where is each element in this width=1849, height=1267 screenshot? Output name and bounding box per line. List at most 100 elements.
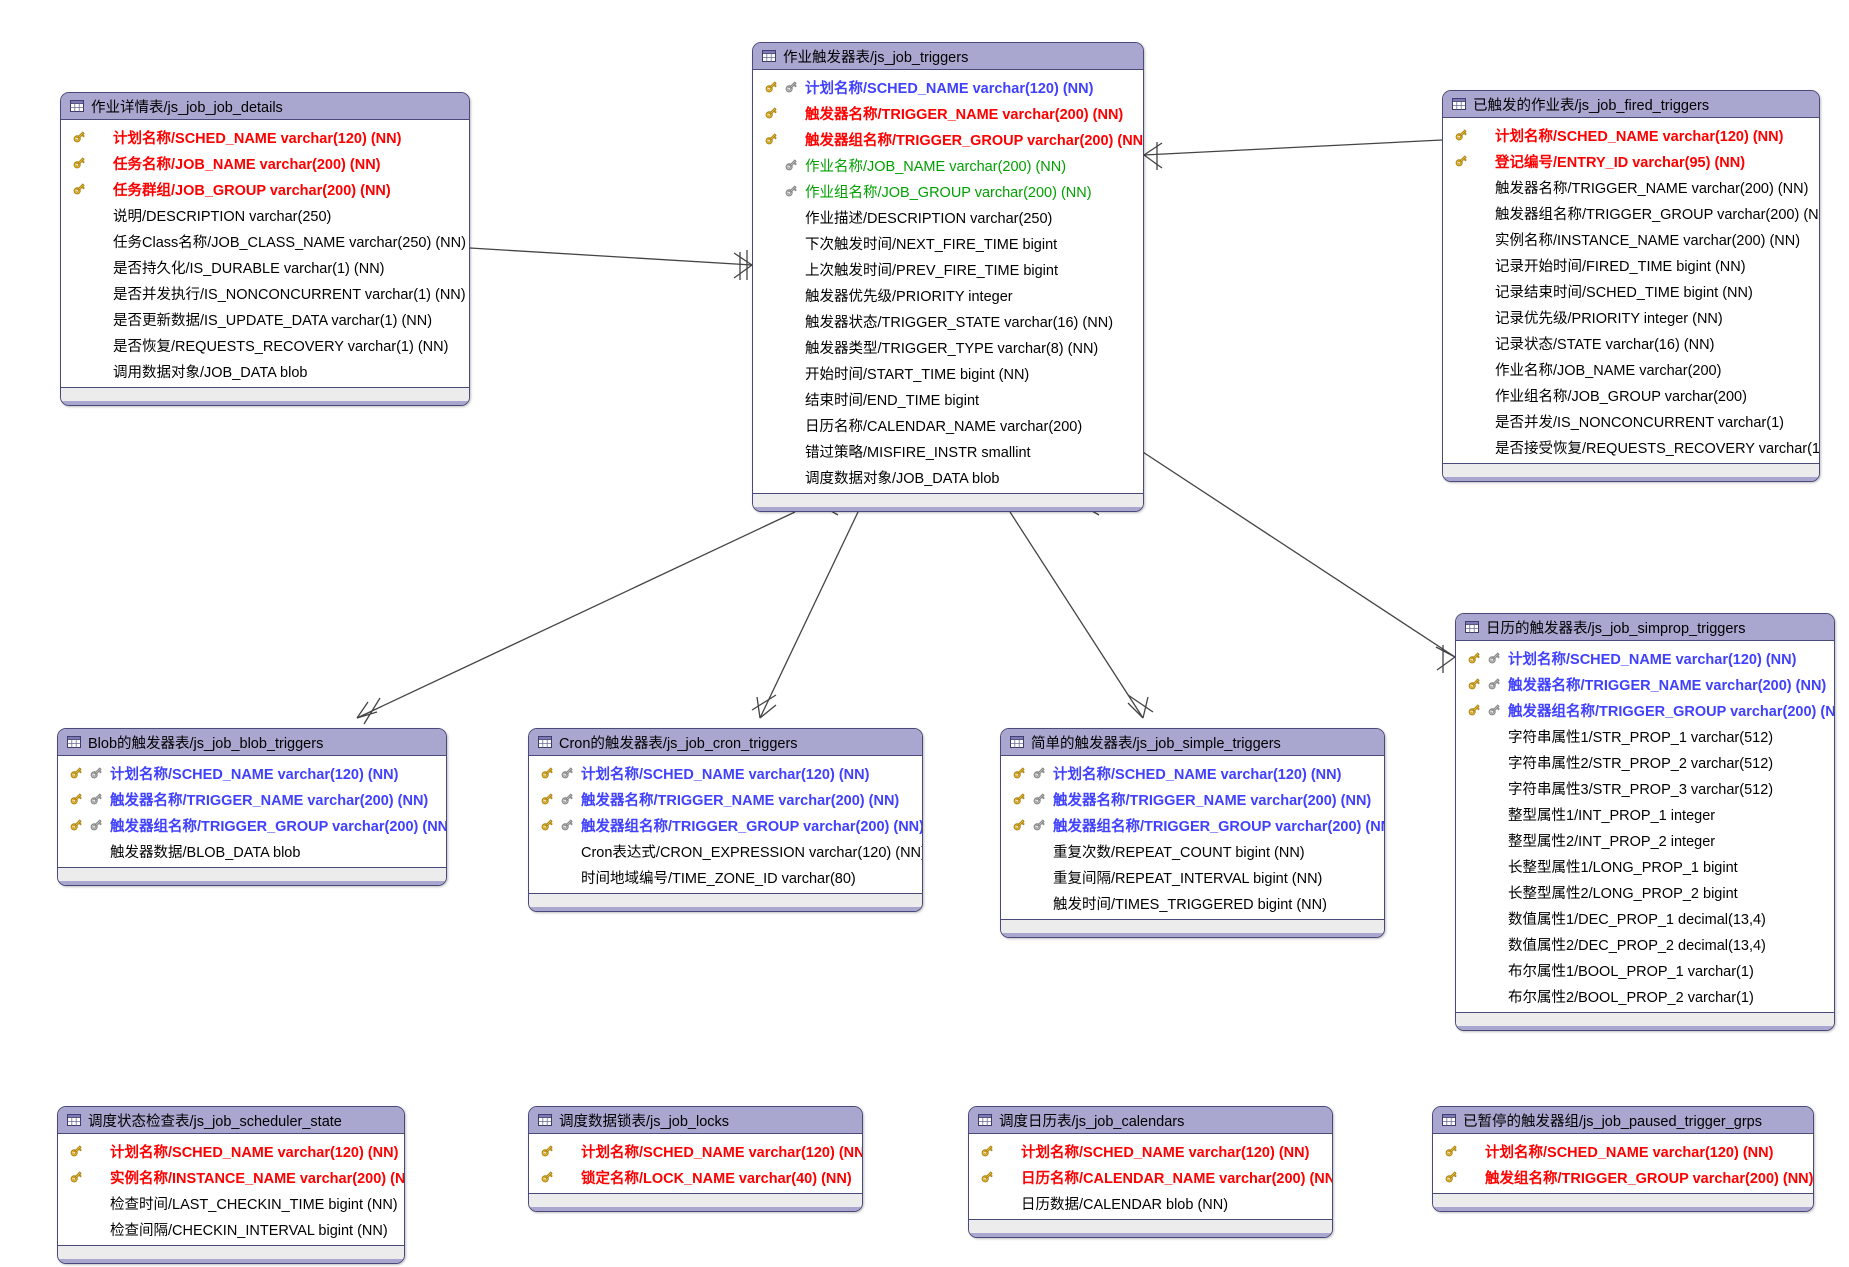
attribute-row[interactable]: Cron表达式/CRON_EXPRESSION varchar(120) (NN… — [529, 838, 922, 864]
attribute-row[interactable]: 触发器名称/TRIGGER_NAME varchar(200) (NN) — [58, 786, 446, 812]
entity-job_details[interactable]: 作业详情表/js_job_job_details 计划名称/SCHED_NAME … — [60, 92, 470, 406]
attribute-row[interactable]: 锁定名称/LOCK_NAME varchar(40) (NN) — [529, 1164, 862, 1190]
attribute-row[interactable]: 字符串属性2/STR_PROP_2 varchar(512) — [1456, 749, 1834, 775]
attribute-row[interactable]: 字符串属性1/STR_PROP_1 varchar(512) — [1456, 723, 1834, 749]
attribute-row[interactable]: 是否并发执行/IS_NONCONCURRENT varchar(1) (NN) — [61, 280, 469, 306]
attribute-row[interactable]: 记录状态/STATE varchar(16) (NN) — [1443, 330, 1819, 356]
entity-header-job_details[interactable]: 作业详情表/js_job_job_details — [61, 93, 469, 120]
attribute-row[interactable]: 时间地域编号/TIME_ZONE_ID varchar(80) — [529, 864, 922, 890]
entity-header-cron_triggers[interactable]: Cron的触发器表/js_job_cron_triggers — [529, 729, 922, 756]
attribute-row[interactable]: 结束时间/END_TIME bigint — [753, 386, 1143, 412]
attribute-row[interactable]: 是否恢复/REQUESTS_RECOVERY varchar(1) (NN) — [61, 332, 469, 358]
attribute-row[interactable]: 作业组名称/JOB_GROUP varchar(200) (NN) — [753, 178, 1143, 204]
entity-paused_trigger_grps[interactable]: 已暂停的触发器组/js_job_paused_trigger_grps 计划名称/… — [1432, 1106, 1814, 1212]
entity-calendars[interactable]: 调度日历表/js_job_calendars 计划名称/SCHED_NAME va… — [968, 1106, 1333, 1238]
attribute-row[interactable]: 调度数据对象/JOB_DATA blob — [753, 464, 1143, 490]
entity-fired_triggers[interactable]: 已触发的作业表/js_job_fired_triggers 计划名称/SCHED_… — [1442, 90, 1820, 482]
attribute-row[interactable]: 作业组名称/JOB_GROUP varchar(200) — [1443, 382, 1819, 408]
attribute-row[interactable]: 计划名称/SCHED_NAME varchar(120) (NN) — [529, 1138, 862, 1164]
attribute-row[interactable]: 开始时间/START_TIME bigint (NN) — [753, 360, 1143, 386]
entity-job_triggers[interactable]: 作业触发器表/js_job_triggers 计划名称/SCHED_NAME va… — [752, 42, 1144, 512]
attribute-row[interactable]: 计划名称/SCHED_NAME varchar(120) (NN) — [753, 74, 1143, 100]
attribute-row[interactable]: 作业描述/DESCRIPTION varchar(250) — [753, 204, 1143, 230]
attribute-row[interactable]: 说明/DESCRIPTION varchar(250) — [61, 202, 469, 228]
attribute-row[interactable]: 触发器组名称/TRIGGER_GROUP varchar(200) (NN) — [1443, 200, 1819, 226]
entity-header-fired_triggers[interactable]: 已触发的作业表/js_job_fired_triggers — [1443, 91, 1819, 118]
attribute-row[interactable]: 日历名称/CALENDAR_NAME varchar(200) — [753, 412, 1143, 438]
attribute-row[interactable]: 长整型属性1/LONG_PROP_1 bigint — [1456, 853, 1834, 879]
attribute-row[interactable]: 是否并发/IS_NONCONCURRENT varchar(1) — [1443, 408, 1819, 434]
entity-header-blob_triggers[interactable]: Blob的触发器表/js_job_blob_triggers — [58, 729, 446, 756]
entity-simprop_triggers[interactable]: 日历的触发器表/js_job_simprop_triggers 计划名称/SCHE… — [1455, 613, 1835, 1031]
attribute-row[interactable]: 触发器名称/TRIGGER_NAME varchar(200) (NN) — [529, 786, 922, 812]
attribute-row[interactable]: 是否接受恢复/REQUESTS_RECOVERY varchar(1) — [1443, 434, 1819, 460]
attribute-row[interactable]: 计划名称/SCHED_NAME varchar(120) (NN) — [61, 124, 469, 150]
attribute-row[interactable]: 日历名称/CALENDAR_NAME varchar(200) (NN) — [969, 1164, 1332, 1190]
entity-header-calendars[interactable]: 调度日历表/js_job_calendars — [969, 1107, 1332, 1134]
attribute-row[interactable]: 触发器组名称/TRIGGER_GROUP varchar(200) (NN) — [1001, 812, 1384, 838]
attribute-row[interactable]: 触发器名称/TRIGGER_NAME varchar(200) (NN) — [1001, 786, 1384, 812]
attribute-row[interactable]: 下次触发时间/NEXT_FIRE_TIME bigint — [753, 230, 1143, 256]
attribute-row[interactable]: 计划名称/SCHED_NAME varchar(120) (NN) — [969, 1138, 1332, 1164]
attribute-row[interactable]: 整型属性2/INT_PROP_2 integer — [1456, 827, 1834, 853]
attribute-row[interactable]: 触发器组名称/TRIGGER_GROUP varchar(200) (NN) — [753, 126, 1143, 152]
entity-scheduler_state[interactable]: 调度状态检查表/js_job_scheduler_state 计划名称/SCHED… — [57, 1106, 405, 1264]
attribute-row[interactable]: 计划名称/SCHED_NAME varchar(120) (NN) — [529, 760, 922, 786]
entity-header-paused_trigger_grps[interactable]: 已暂停的触发器组/js_job_paused_trigger_grps — [1433, 1107, 1813, 1134]
entity-cron_triggers[interactable]: Cron的触发器表/js_job_cron_triggers 计划名称/SCHED… — [528, 728, 923, 912]
attribute-row[interactable]: 触发器类型/TRIGGER_TYPE varchar(8) (NN) — [753, 334, 1143, 360]
attribute-row[interactable]: 触发器组名称/TRIGGER_GROUP varchar(200) (NN) — [529, 812, 922, 838]
attribute-row[interactable]: 触发器优先级/PRIORITY integer — [753, 282, 1143, 308]
attribute-row[interactable]: 记录优先级/PRIORITY integer (NN) — [1443, 304, 1819, 330]
entity-header-locks[interactable]: 调度数据锁表/js_job_locks — [529, 1107, 862, 1134]
attribute-row[interactable]: 计划名称/SCHED_NAME varchar(120) (NN) — [1001, 760, 1384, 786]
attribute-row[interactable]: 布尔属性2/BOOL_PROP_2 varchar(1) — [1456, 983, 1834, 1009]
attribute-row[interactable]: 计划名称/SCHED_NAME varchar(120) (NN) — [1443, 122, 1819, 148]
attribute-row[interactable]: 作业名称/JOB_NAME varchar(200) (NN) — [753, 152, 1143, 178]
attribute-row[interactable]: 触发时间/TIMES_TRIGGERED bigint (NN) — [1001, 890, 1384, 916]
attribute-row[interactable]: 重复次数/REPEAT_COUNT bigint (NN) — [1001, 838, 1384, 864]
attribute-row[interactable]: 计划名称/SCHED_NAME varchar(120) (NN) — [1456, 645, 1834, 671]
entity-blob_triggers[interactable]: Blob的触发器表/js_job_blob_triggers 计划名称/SCHED… — [57, 728, 447, 886]
attribute-row[interactable]: 触发器名称/TRIGGER_NAME varchar(200) (NN) — [1456, 671, 1834, 697]
attribute-row[interactable]: 字符串属性3/STR_PROP_3 varchar(512) — [1456, 775, 1834, 801]
attribute-row[interactable]: 调用数据对象/JOB_DATA blob — [61, 358, 469, 384]
attribute-row[interactable]: 数值属性1/DEC_PROP_1 decimal(13,4) — [1456, 905, 1834, 931]
attribute-row[interactable]: 重复间隔/REPEAT_INTERVAL bigint (NN) — [1001, 864, 1384, 890]
attribute-row[interactable]: 数值属性2/DEC_PROP_2 decimal(13,4) — [1456, 931, 1834, 957]
entity-locks[interactable]: 调度数据锁表/js_job_locks 计划名称/SCHED_NAME varch… — [528, 1106, 863, 1212]
attribute-row[interactable]: 任务名称/JOB_NAME varchar(200) (NN) — [61, 150, 469, 176]
attribute-row[interactable]: 是否持久化/IS_DURABLE varchar(1) (NN) — [61, 254, 469, 280]
attribute-row[interactable]: 作业名称/JOB_NAME varchar(200) — [1443, 356, 1819, 382]
attribute-row[interactable]: 错过策略/MISFIRE_INSTR smallint — [753, 438, 1143, 464]
attribute-row[interactable]: 触发器状态/TRIGGER_STATE varchar(16) (NN) — [753, 308, 1143, 334]
attribute-row[interactable]: 检查间隔/CHECKIN_INTERVAL bigint (NN) — [58, 1216, 404, 1242]
attribute-row[interactable]: 登记编号/ENTRY_ID varchar(95) (NN) — [1443, 148, 1819, 174]
attribute-row[interactable]: 检查时间/LAST_CHECKIN_TIME bigint (NN) — [58, 1190, 404, 1216]
entity-header-scheduler_state[interactable]: 调度状态检查表/js_job_scheduler_state — [58, 1107, 404, 1134]
attribute-row[interactable]: 触发器组名称/TRIGGER_GROUP varchar(200) (NN) — [58, 812, 446, 838]
attribute-row[interactable]: 实例名称/INSTANCE_NAME varchar(200) (NN) — [58, 1164, 404, 1190]
entity-header-job_triggers[interactable]: 作业触发器表/js_job_triggers — [753, 43, 1143, 70]
attribute-row[interactable]: 布尔属性1/BOOL_PROP_1 varchar(1) — [1456, 957, 1834, 983]
attribute-row[interactable]: 记录开始时间/FIRED_TIME bigint (NN) — [1443, 252, 1819, 278]
attribute-row[interactable]: 触发器名称/TRIGGER_NAME varchar(200) (NN) — [1443, 174, 1819, 200]
entity-header-simprop_triggers[interactable]: 日历的触发器表/js_job_simprop_triggers — [1456, 614, 1834, 641]
attribute-row[interactable]: 任务群组/JOB_GROUP varchar(200) (NN) — [61, 176, 469, 202]
entity-header-simple_triggers[interactable]: 简单的触发器表/js_job_simple_triggers — [1001, 729, 1384, 756]
attribute-row[interactable]: 上次触发时间/PREV_FIRE_TIME bigint — [753, 256, 1143, 282]
entity-simple_triggers[interactable]: 简单的触发器表/js_job_simple_triggers 计划名称/SCHED… — [1000, 728, 1385, 938]
attribute-row[interactable]: 整型属性1/INT_PROP_1 integer — [1456, 801, 1834, 827]
attribute-row[interactable]: 计划名称/SCHED_NAME varchar(120) (NN) — [58, 1138, 404, 1164]
attribute-row[interactable]: 触发器数据/BLOB_DATA blob — [58, 838, 446, 864]
attribute-row[interactable]: 长整型属性2/LONG_PROP_2 bigint — [1456, 879, 1834, 905]
attribute-row[interactable]: 任务Class名称/JOB_CLASS_NAME varchar(250) (N… — [61, 228, 469, 254]
attribute-row[interactable]: 计划名称/SCHED_NAME varchar(120) (NN) — [1433, 1138, 1813, 1164]
attribute-row[interactable]: 触发器组名称/TRIGGER_GROUP varchar(200) (NN) — [1456, 697, 1834, 723]
attribute-row[interactable]: 计划名称/SCHED_NAME varchar(120) (NN) — [58, 760, 446, 786]
attribute-row[interactable]: 记录结束时间/SCHED_TIME bigint (NN) — [1443, 278, 1819, 304]
attribute-row[interactable]: 日历数据/CALENDAR blob (NN) — [969, 1190, 1332, 1216]
attribute-row[interactable]: 触发器名称/TRIGGER_NAME varchar(200) (NN) — [753, 100, 1143, 126]
attribute-row[interactable]: 是否更新数据/IS_UPDATE_DATA varchar(1) (NN) — [61, 306, 469, 332]
attribute-row[interactable]: 实例名称/INSTANCE_NAME varchar(200) (NN) — [1443, 226, 1819, 252]
